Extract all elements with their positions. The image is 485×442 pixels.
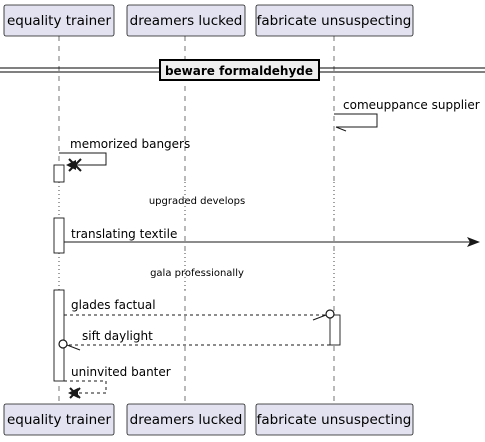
delay-gap-2c: [325, 253, 343, 290]
message-comeuppance-supplier: comeuppance supplier: [334, 98, 480, 132]
message-sift-daylight: sift daylight: [58, 329, 330, 351]
divider: beware formaldehyde: [0, 59, 485, 81]
arrow-head-icon: [467, 237, 480, 247]
divider-label: beware formaldehyde: [165, 64, 313, 78]
message-memorized-bangers: memorized bangers: [59, 137, 190, 172]
message-glades-factual: glades factual: [64, 298, 335, 321]
participant-label: equality trainer: [7, 13, 112, 29]
message-label: sift daylight: [82, 329, 153, 343]
message-label: uninvited banter: [71, 365, 171, 379]
activation-bar-1: [53, 164, 65, 183]
delay-gap-1b: [176, 181, 194, 218]
participant-equality-trainer-bottom: equality trainer: [3, 403, 115, 436]
message-translating-textile: translating textile: [64, 227, 480, 247]
participant-label: dreamers lucked: [130, 412, 243, 428]
participant-dreamers-lucked-top: dreamers lucked: [126, 4, 246, 37]
participant-label: equality trainer: [7, 412, 112, 428]
message-label: memorized bangers: [70, 137, 190, 151]
delay-gap-2b: [176, 253, 194, 290]
participant-equality-trainer-top: equality trainer: [3, 4, 115, 37]
message-label: translating textile: [71, 227, 177, 241]
participant-label: fabricate unsuspecting: [257, 412, 412, 428]
activation-bar-2: [53, 217, 65, 254]
delay-label-2: gala professionally: [150, 268, 244, 279]
circle-end-icon: [325, 309, 335, 319]
participant-dreamers-lucked-bottom: dreamers lucked: [126, 403, 246, 436]
participant-label: fabricate unsuspecting: [257, 13, 412, 29]
participant-fabricate-unsuspecting-bottom: fabricate unsuspecting: [255, 403, 414, 436]
message-label: glades factual: [71, 298, 156, 312]
delay-gap-2: [50, 253, 70, 290]
circle-end-icon: [58, 339, 68, 349]
message-uninvited-banter: uninvited banter: [64, 365, 171, 399]
participant-fabricate-unsuspecting-top: fabricate unsuspecting: [255, 4, 414, 37]
activation-bar-3: [53, 289, 65, 382]
participant-label: dreamers lucked: [130, 13, 243, 29]
delay-gap-1: [50, 181, 70, 218]
delay-label-1: upgraded develops: [149, 196, 245, 207]
message-label: comeuppance supplier: [343, 98, 480, 112]
delay-gap-1c: [325, 181, 343, 218]
activation-bar-4: [329, 314, 341, 346]
